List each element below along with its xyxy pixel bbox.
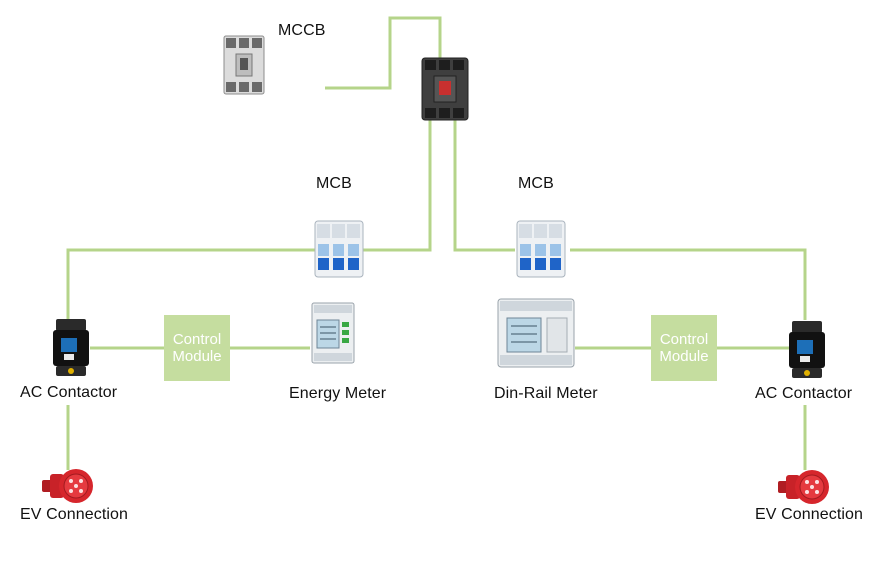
ev-connection-right-label: EV Connection: [755, 506, 864, 523]
ev-plug-right-icon: [778, 470, 829, 504]
ac-contactor-left-icon: [53, 319, 89, 376]
ac-contactor-right-icon: [789, 321, 825, 378]
control-module-right-line1: Control: [659, 331, 709, 348]
ac-contactor-left-label: AC Contactor: [20, 384, 118, 401]
control-module-left: Control Module: [164, 315, 230, 381]
wire-trunk-left: [360, 120, 432, 252]
control-module-left-line2: Module: [172, 348, 222, 365]
ev-plug-left-icon: [42, 469, 93, 503]
control-module-left-line1: Control: [172, 331, 222, 348]
main-breaker-icon: [421, 57, 469, 121]
mcb-right-label: MCB: [518, 175, 554, 192]
din-rail-meter-label: Din-Rail Meter: [494, 385, 598, 402]
wire-mcb-right-to-contactor: [570, 248, 807, 320]
wire-trunk-right: [453, 120, 515, 252]
mcb-left-label: MCB: [316, 175, 352, 192]
energy-meter-label: Energy Meter: [289, 385, 387, 402]
mccb-icon: [223, 35, 265, 95]
mccb-label: MCCB: [278, 22, 326, 39]
ev-connection-left-label: EV Connection: [20, 506, 129, 523]
ac-contactor-right-label: AC Contactor: [755, 385, 853, 402]
din-rail-meter-icon: [497, 298, 575, 368]
energy-meter-icon: [311, 302, 355, 364]
mcb-left-icon: [314, 220, 364, 278]
wire-mcb-left-to-contactor: [66, 248, 315, 320]
control-module-right-line2: Module: [659, 348, 709, 365]
control-module-right: Control Module: [651, 315, 717, 381]
wire-mccb-feed: [325, 16, 442, 90]
mcb-right-icon: [516, 220, 566, 278]
